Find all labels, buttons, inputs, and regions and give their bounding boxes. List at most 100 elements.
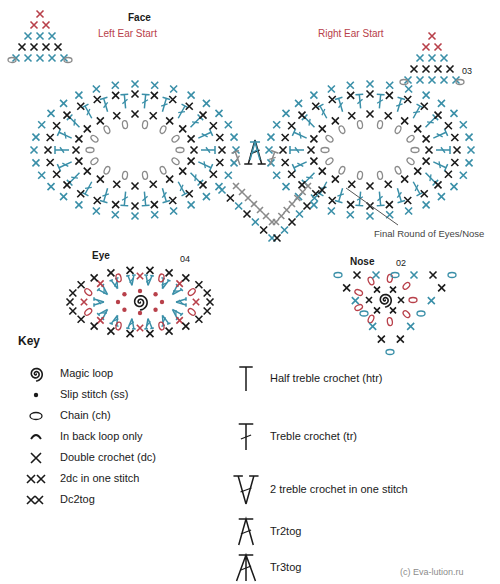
chain-symbol [357,171,363,180]
dc-symbol [421,103,428,110]
dc-symbol [132,203,139,210]
dc-symbol [319,125,326,132]
dc-symbol [188,135,195,142]
chain-symbol [171,157,180,166]
stitch-stroke [432,158,448,171]
stitch-bar [337,192,343,197]
stitch-stroke [82,180,96,196]
dc-symbol [273,219,279,225]
dc-symbol [369,323,376,330]
treble-symbol [140,94,149,109]
chain-symbol [325,134,334,143]
stitch-stroke [232,151,244,167]
dc-symbol [60,100,67,107]
leader-line [346,188,398,225]
treble-symbol [239,367,252,391]
stitch-stroke [197,129,213,142]
chain-symbol [360,311,368,316]
dc-symbol [227,195,234,202]
dc-symbol [328,86,335,93]
dc-symbol [378,336,385,343]
treble-symbol [159,187,170,203]
treble-symbol [120,94,129,109]
dc-symbol [329,197,336,204]
dc-symbol [38,172,45,179]
stitch-bar [269,156,276,162]
chain-symbol [394,166,402,175]
dc-symbol [200,181,207,188]
dc-symbol [411,272,418,279]
dc-symbol [132,183,139,190]
dc-symbol [397,336,404,343]
stitch-bar [396,192,402,197]
dc-symbol [267,134,274,141]
chart-label: Right Ear Start [318,28,384,40]
treble-symbol [290,146,304,154]
treble-symbol [140,191,149,206]
stitch-stroke [100,97,111,113]
stitch-stroke [436,146,450,154]
dc-symbol [127,267,134,274]
stitch-bar [202,132,208,139]
treble-symbol [375,94,384,109]
dc-symbol [435,44,442,51]
chain-symbol [338,125,346,134]
dc-symbol [215,110,222,117]
dc-symbol [210,171,217,178]
dc-symbol [146,267,153,274]
chain-symbol [321,148,329,153]
dc-symbol [91,323,98,330]
chain-symbol [90,157,99,166]
dc-symbol [75,135,82,142]
dc-symbol [385,112,392,119]
dc-symbol [151,211,158,218]
dc-symbol [296,211,303,218]
dc-symbol [423,92,430,99]
dc-symbol [347,82,354,89]
stitch-stroke [292,158,308,171]
dc-symbol [225,172,232,179]
dc-symbol [137,325,143,331]
treble-symbol [432,129,448,142]
treble-symbol [176,297,186,307]
dc-symbol [348,112,355,119]
dc-symbol [404,197,411,204]
dc-symbol [310,158,317,165]
chart-label: Nose [350,256,374,268]
stitch-stroke [140,191,149,206]
dc-symbol [193,299,199,305]
chart-label: Left Ear Start [98,28,157,40]
dc-symbol [281,227,288,234]
dc-symbol [332,176,339,183]
stitch-bar [129,321,134,325]
dc-symbol [176,317,182,323]
slip-stitch-symbol [122,292,126,296]
dc-symbol [278,213,284,219]
treble-symbol [55,146,69,154]
dc-symbol [289,201,295,207]
dc-symbol [93,207,100,214]
chain-symbol [84,307,93,316]
dc-symbol [97,176,104,183]
stitch-bar [241,488,252,492]
slip-stitch-symbol [153,308,157,312]
dc-symbol [32,134,39,141]
stitch-stroke [126,275,137,286]
stitch-stroke [410,104,424,120]
dc-symbol [298,112,305,119]
treble-symbol [100,97,111,113]
dc-symbol [179,168,186,175]
dc-symbol [414,125,421,132]
dc-symbol [404,96,411,103]
dc-symbol [200,112,207,119]
stitch-stroke [120,191,129,206]
chain-symbol [103,166,111,175]
dc-symbol [176,280,182,286]
dc-symbol [45,147,52,154]
stitch-bar [441,147,445,152]
stitch-bar [71,174,78,181]
stitch-stroke [237,555,256,581]
dc-symbol [63,181,70,188]
chain-symbol [176,148,184,153]
